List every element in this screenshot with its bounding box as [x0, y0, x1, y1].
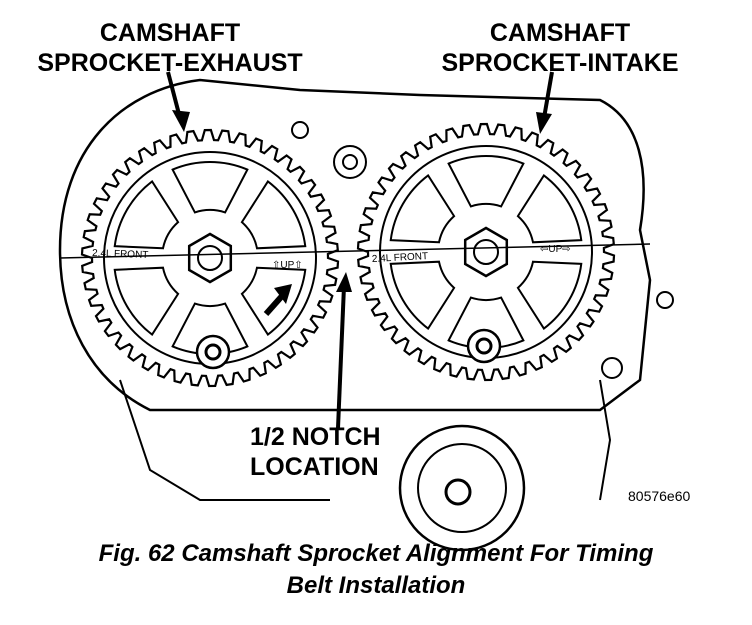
exhaust-label-line1: CAMSHAFT — [99, 19, 241, 47]
intake-pointer-arrow — [536, 71, 554, 134]
intake-label-line1: CAMSHAFT — [489, 19, 631, 47]
sprocket-window — [516, 260, 583, 331]
intake-sprocket — [356, 122, 616, 382]
sprocket-window — [113, 266, 180, 337]
housing-lower — [119, 379, 612, 501]
sprocket-bolt — [466, 328, 502, 364]
rotation-arrow — [263, 284, 292, 316]
sprocket-bolt-center — [475, 337, 493, 355]
hub-center — [197, 245, 223, 271]
housing-bolt — [601, 357, 623, 379]
hub-bolt — [463, 226, 509, 278]
notch-location-label: 1/2 NOTCH LOCATION — [250, 422, 420, 482]
intake-label-line2: SPROCKET-INTAKE — [441, 49, 679, 77]
sprocket-window — [240, 179, 307, 250]
sprocket-bolt — [195, 334, 231, 370]
housing-bolt — [333, 145, 367, 179]
exhaust-up-mark: ⇧UP⇧ — [272, 260, 303, 271]
exhaust-pointer-arrow — [166, 71, 190, 132]
exhaust-sprocket-label: CAMSHAFT SPROCKET-EXHAUST — [20, 18, 320, 78]
sprocket-window — [113, 179, 180, 250]
sprocket-window — [389, 260, 456, 331]
alignment-line — [59, 243, 651, 259]
notch-label-line2: LOCATION — [250, 453, 379, 481]
notch-label-line1: 1/2 NOTCH — [250, 423, 381, 451]
sprocket-window — [171, 302, 249, 355]
sprocket-window — [171, 161, 249, 214]
intake-up-mark: ⇦UP⇨ — [540, 244, 571, 255]
intake-front-mark: 2.4L FRONT — [372, 251, 429, 265]
housing-bolt — [291, 121, 309, 139]
sprocket-window — [447, 296, 525, 349]
sprocket-window — [516, 173, 583, 244]
exhaust-sprocket — [80, 128, 340, 388]
figure-code: 80576e60 — [628, 488, 691, 504]
exhaust-label-line2: SPROCKET-EXHAUST — [37, 49, 303, 77]
engine-housing — [58, 78, 652, 412]
tensioner-pulley — [398, 424, 526, 552]
sprocket-bolt-center — [204, 343, 222, 361]
hub-center — [473, 239, 499, 265]
sprocket-window — [389, 173, 456, 244]
hub-bolt — [187, 232, 233, 284]
sprocket-window — [240, 266, 307, 337]
caption-line2: Belt Installation — [286, 572, 466, 599]
sprocket-window — [447, 155, 525, 208]
caption-line1: Fig. 62 Camshaft Sprocket Alignment For … — [98, 540, 654, 567]
figure-caption: Fig. 62 Camshaft Sprocket Alignment For … — [0, 538, 752, 602]
exhaust-front-mark: 2.4L FRONT — [92, 248, 149, 261]
intake-sprocket-label: CAMSHAFT SPROCKET-INTAKE — [420, 18, 700, 78]
housing-bolt — [656, 291, 674, 309]
notch-pointer-arrow — [336, 272, 352, 429]
